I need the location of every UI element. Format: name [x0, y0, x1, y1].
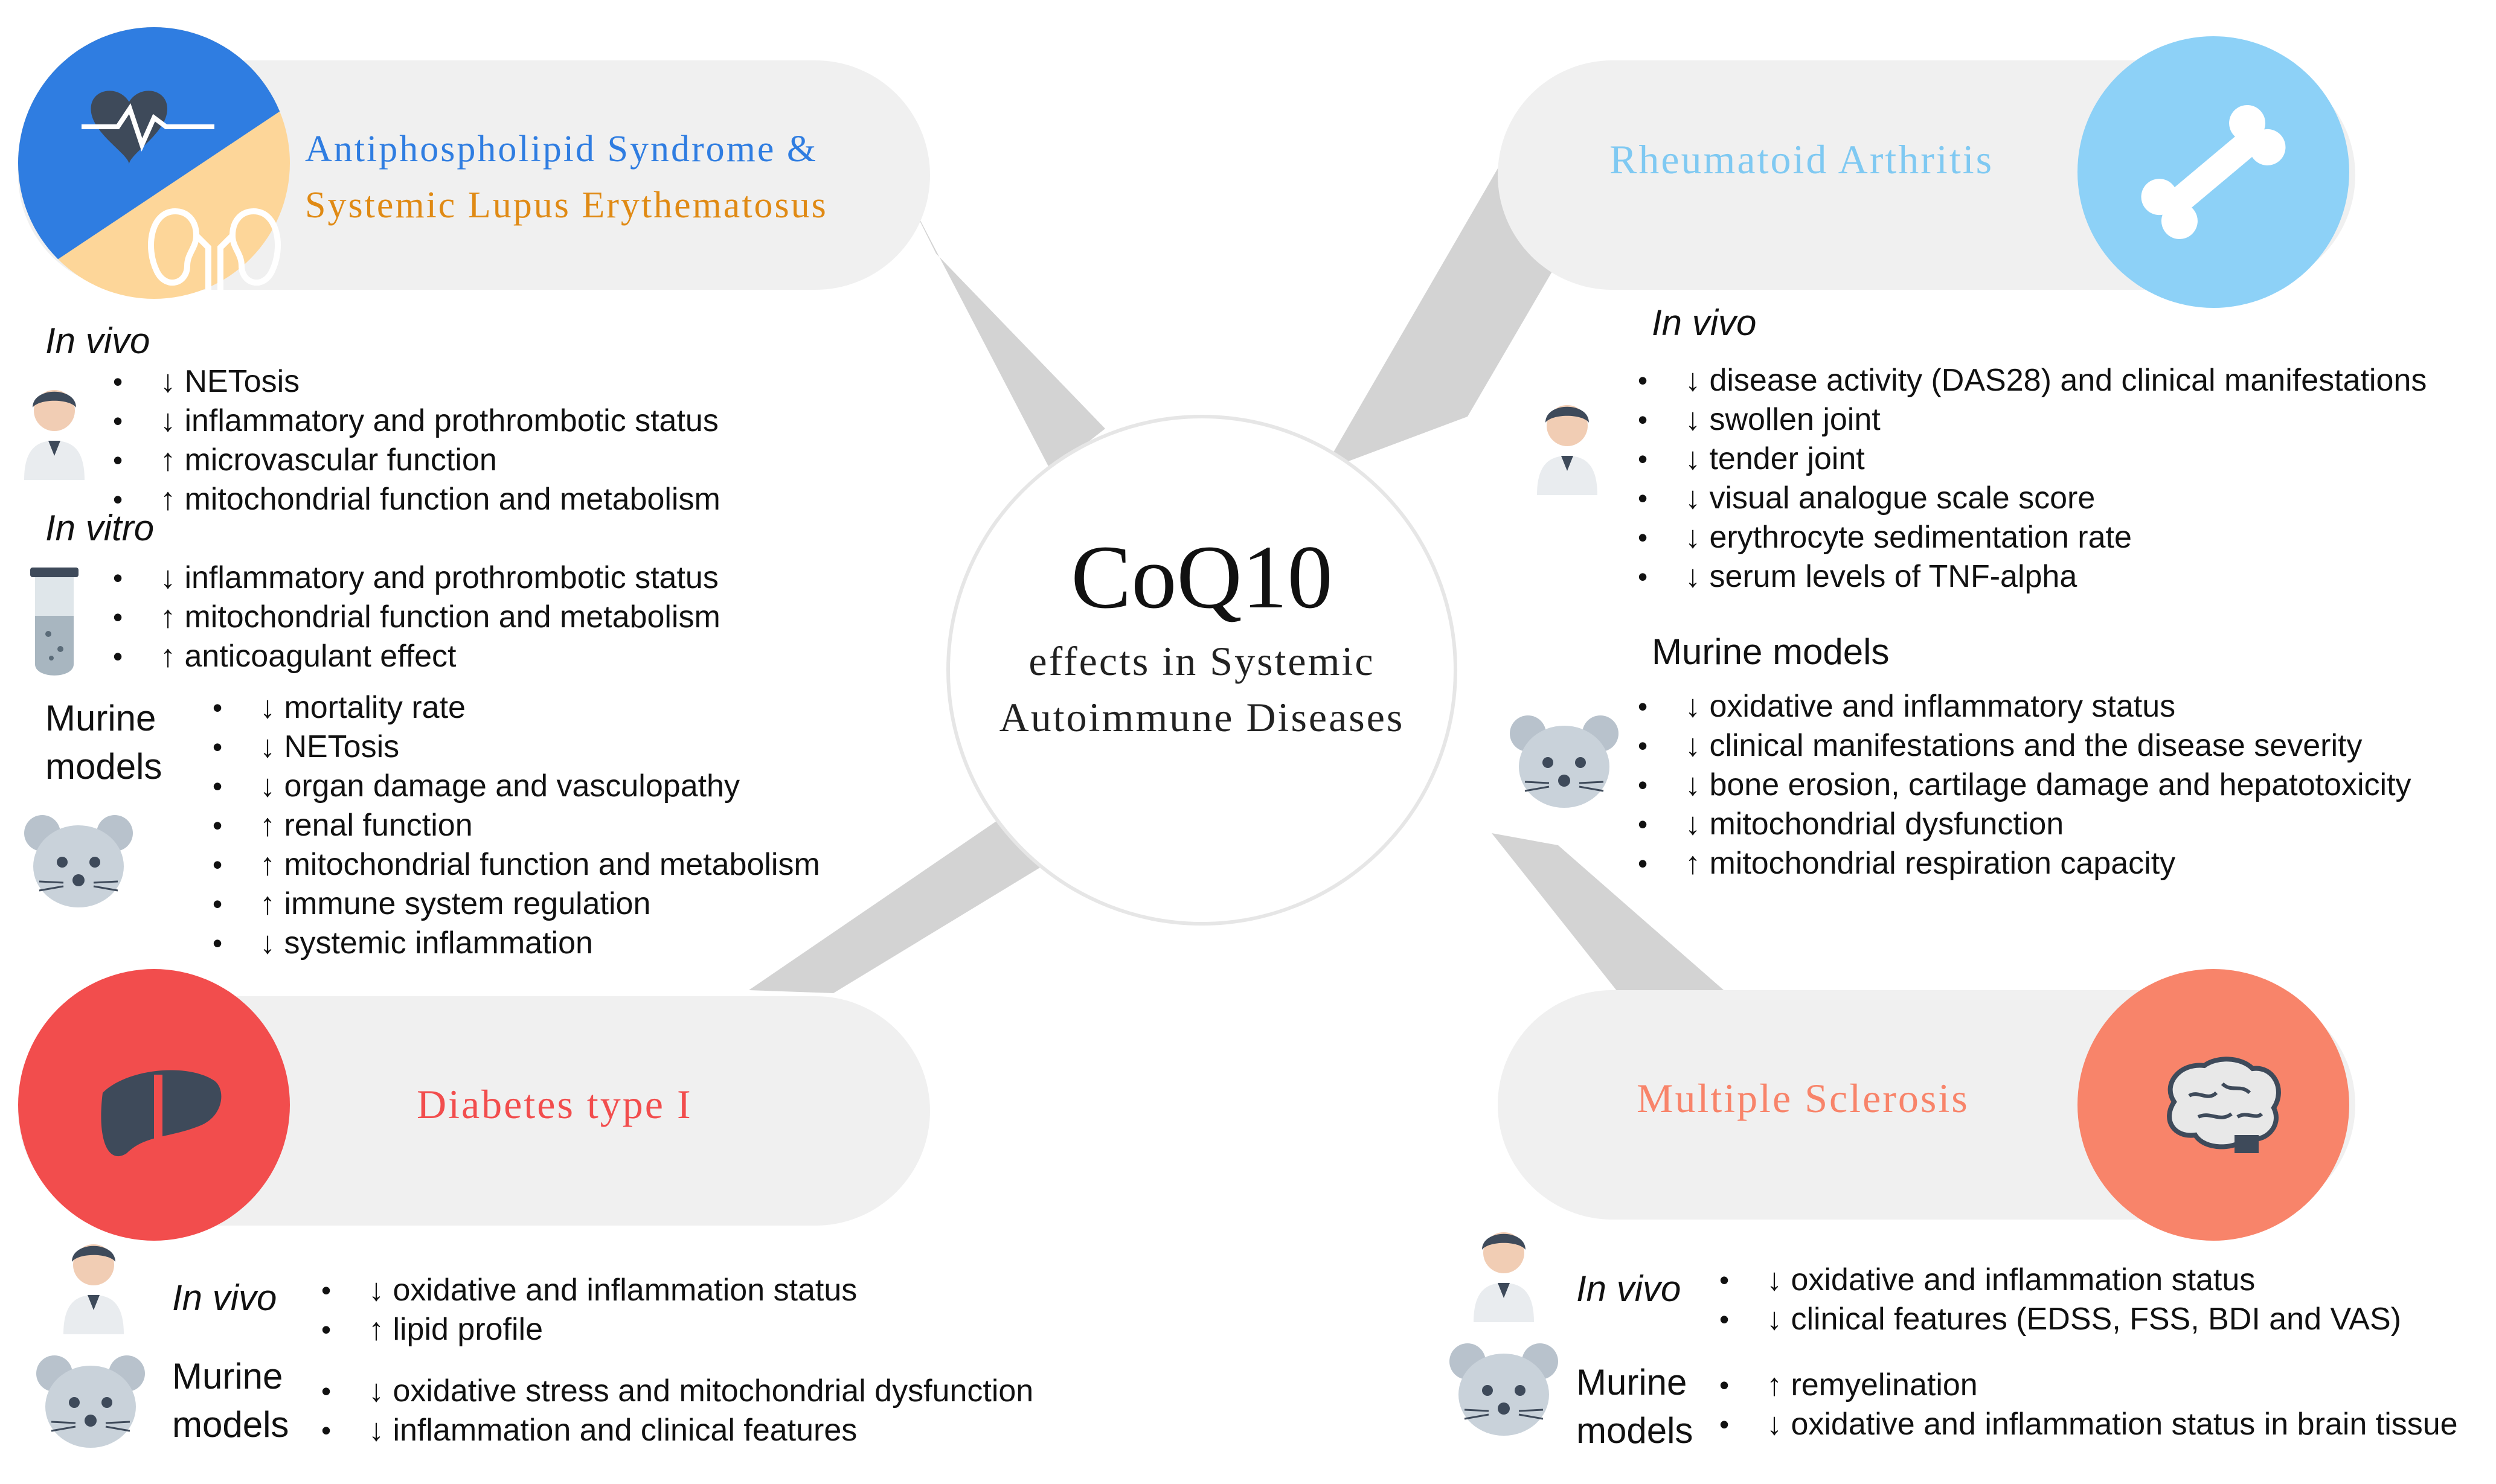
aps-in-vitro-list: ↓ inflammatory and prothrombotic status … [113, 558, 720, 676]
list-item: ↓ visual analogue scale score [1638, 479, 2427, 518]
list-item: ↓ organ damage and vasculopathy [213, 767, 820, 806]
mouse-icon [1449, 1343, 1558, 1436]
list-item: ↓ mortality rate [213, 688, 820, 728]
list-item: ↓ oxidative and inflammation status in b… [1719, 1405, 2458, 1444]
ra-in-vivo-list: ↓ disease activity (DAS28) and clinical … [1638, 361, 2427, 596]
list-item: ↓ oxidative and inflammatory status [1638, 687, 2411, 726]
list-item: ↓ oxidative and inflammation status [1719, 1261, 2401, 1300]
list-item: ↓ clinical features (EDSS, FSS, BDI and … [1719, 1300, 2401, 1339]
list-item: ↓ NETosis [113, 362, 720, 401]
list-item: ↑ microvascular function [113, 441, 720, 480]
list-item: ↓ inflammation and clinical features [321, 1411, 1033, 1450]
test-tube-icon [30, 568, 79, 676]
connector-aps [900, 181, 1105, 471]
murine-label: Murine [172, 1356, 283, 1396]
bone-icon [2141, 105, 2286, 239]
doctor-icon [1474, 1232, 1534, 1322]
brain-icon [2167, 1057, 2281, 1153]
doctor-icon [1537, 405, 1597, 495]
mouse-icon [24, 815, 133, 907]
aps-murine-list: ↓ mortality rate ↓ NETosis ↓ organ damag… [213, 688, 820, 963]
list-item: ↓ swollen joint [1638, 400, 2427, 440]
list-item: ↓ NETosis [213, 728, 820, 767]
list-item: ↑ lipid profile [321, 1310, 857, 1349]
heart-icon [82, 91, 214, 165]
diabetes-in-vivo-heading: In vivo [172, 1278, 277, 1318]
list-item: ↓ clinical manifestations and the diseas… [1638, 726, 2411, 766]
murine-label: Murine [45, 698, 156, 738]
sle-title: Systemic Lupus Erythematosus [305, 185, 828, 226]
aps-in-vivo-heading: In vivo [45, 321, 150, 361]
list-item: ↓ inflammatory and prothrombotic status [113, 401, 720, 441]
ra-in-vivo-heading: In vivo [1652, 302, 1757, 343]
ms-title: Multiple Sclerosis [1637, 1075, 1969, 1121]
list-item: ↑ immune system regulation [213, 884, 820, 924]
diabetes-in-vivo-list: ↓ oxidative and inflammation status ↑ li… [321, 1271, 857, 1349]
list-item: ↑ remyelination [1719, 1366, 2458, 1405]
list-item: ↓ oxidative stress and mitochondrial dys… [321, 1372, 1033, 1411]
aps-murine-heading: Murine models [45, 694, 162, 791]
mouse-icon [1510, 715, 1619, 808]
mouse-icon [36, 1355, 145, 1448]
list-item: ↓ oxidative and inflammation status [321, 1271, 857, 1310]
list-item: ↓ disease activity (DAS28) and clinical … [1638, 361, 2427, 400]
center-title: CoQ10 [1071, 527, 1333, 627]
list-item: ↑ mitochondrial function and metabolism [113, 598, 720, 637]
pancreas-icon [101, 1070, 222, 1157]
aps-in-vitro-heading: In vitro [45, 508, 155, 548]
list-item: ↓ mitochondrial dysfunction [1638, 805, 2411, 844]
aps-in-vivo-list: ↓ NETosis ↓ inflammatory and prothrombot… [113, 362, 720, 519]
ra-murine-heading: Murine models [1652, 632, 1890, 672]
kidney-icon [148, 208, 281, 296]
ms-in-vivo-heading: In vivo [1576, 1268, 1681, 1309]
diabetes-murine-heading: Murine models [172, 1352, 289, 1449]
ms-in-vivo-list: ↓ oxidative and inflammation status ↓ cl… [1719, 1261, 2401, 1339]
list-item: ↑ renal function [213, 806, 820, 845]
center-subtitle-line1: effects in Systemic [1028, 638, 1375, 684]
models-label: models [1576, 1410, 1693, 1451]
ms-murine-list: ↑ remyelination ↓ oxidative and inflamma… [1719, 1366, 2458, 1444]
list-item: ↑ mitochondrial respiration capacity [1638, 844, 2411, 883]
list-item: ↓ tender joint [1638, 440, 2427, 479]
list-item: ↓ systemic inflammation [213, 924, 820, 963]
aps-title: Antiphospholipid Syndrome & [305, 129, 818, 170]
ra-title: Rheumatoid Arthritis [1609, 136, 1994, 182]
connector-ms [1492, 833, 1751, 1038]
center-circle [946, 415, 1457, 926]
models-label: models [45, 746, 162, 787]
center-subtitle-line2: Autoimmune Diseases [999, 694, 1405, 740]
center-text: CoQ10 effects in Systemic Autoimmune Dis… [948, 525, 1455, 741]
list-item: ↓ inflammatory and prothrombotic status [113, 558, 720, 598]
models-label: models [172, 1404, 289, 1445]
doctor-icon [63, 1244, 124, 1334]
list-item: ↓ bone erosion, cartilage damage and hep… [1638, 766, 2411, 805]
ra-murine-list: ↓ oxidative and inflammatory status ↓ cl… [1638, 687, 2411, 883]
list-item: ↓ erythrocyte sedimentation rate [1638, 518, 2427, 557]
list-item: ↑ anticoagulant effect [113, 637, 720, 676]
list-item: ↓ serum levels of TNF-alpha [1638, 557, 2427, 596]
murine-label: Murine [1576, 1362, 1687, 1402]
connector-diabetes [749, 821, 1057, 993]
diabetes-murine-list: ↓ oxidative stress and mitochondrial dys… [321, 1372, 1033, 1450]
doctor-icon [24, 390, 85, 480]
list-item: ↑ mitochondrial function and metabolism [113, 480, 720, 519]
ms-murine-heading: Murine models [1576, 1358, 1693, 1455]
list-item: ↑ mitochondrial function and metabolism [213, 845, 820, 884]
diabetes-title: Diabetes type I [417, 1081, 693, 1127]
